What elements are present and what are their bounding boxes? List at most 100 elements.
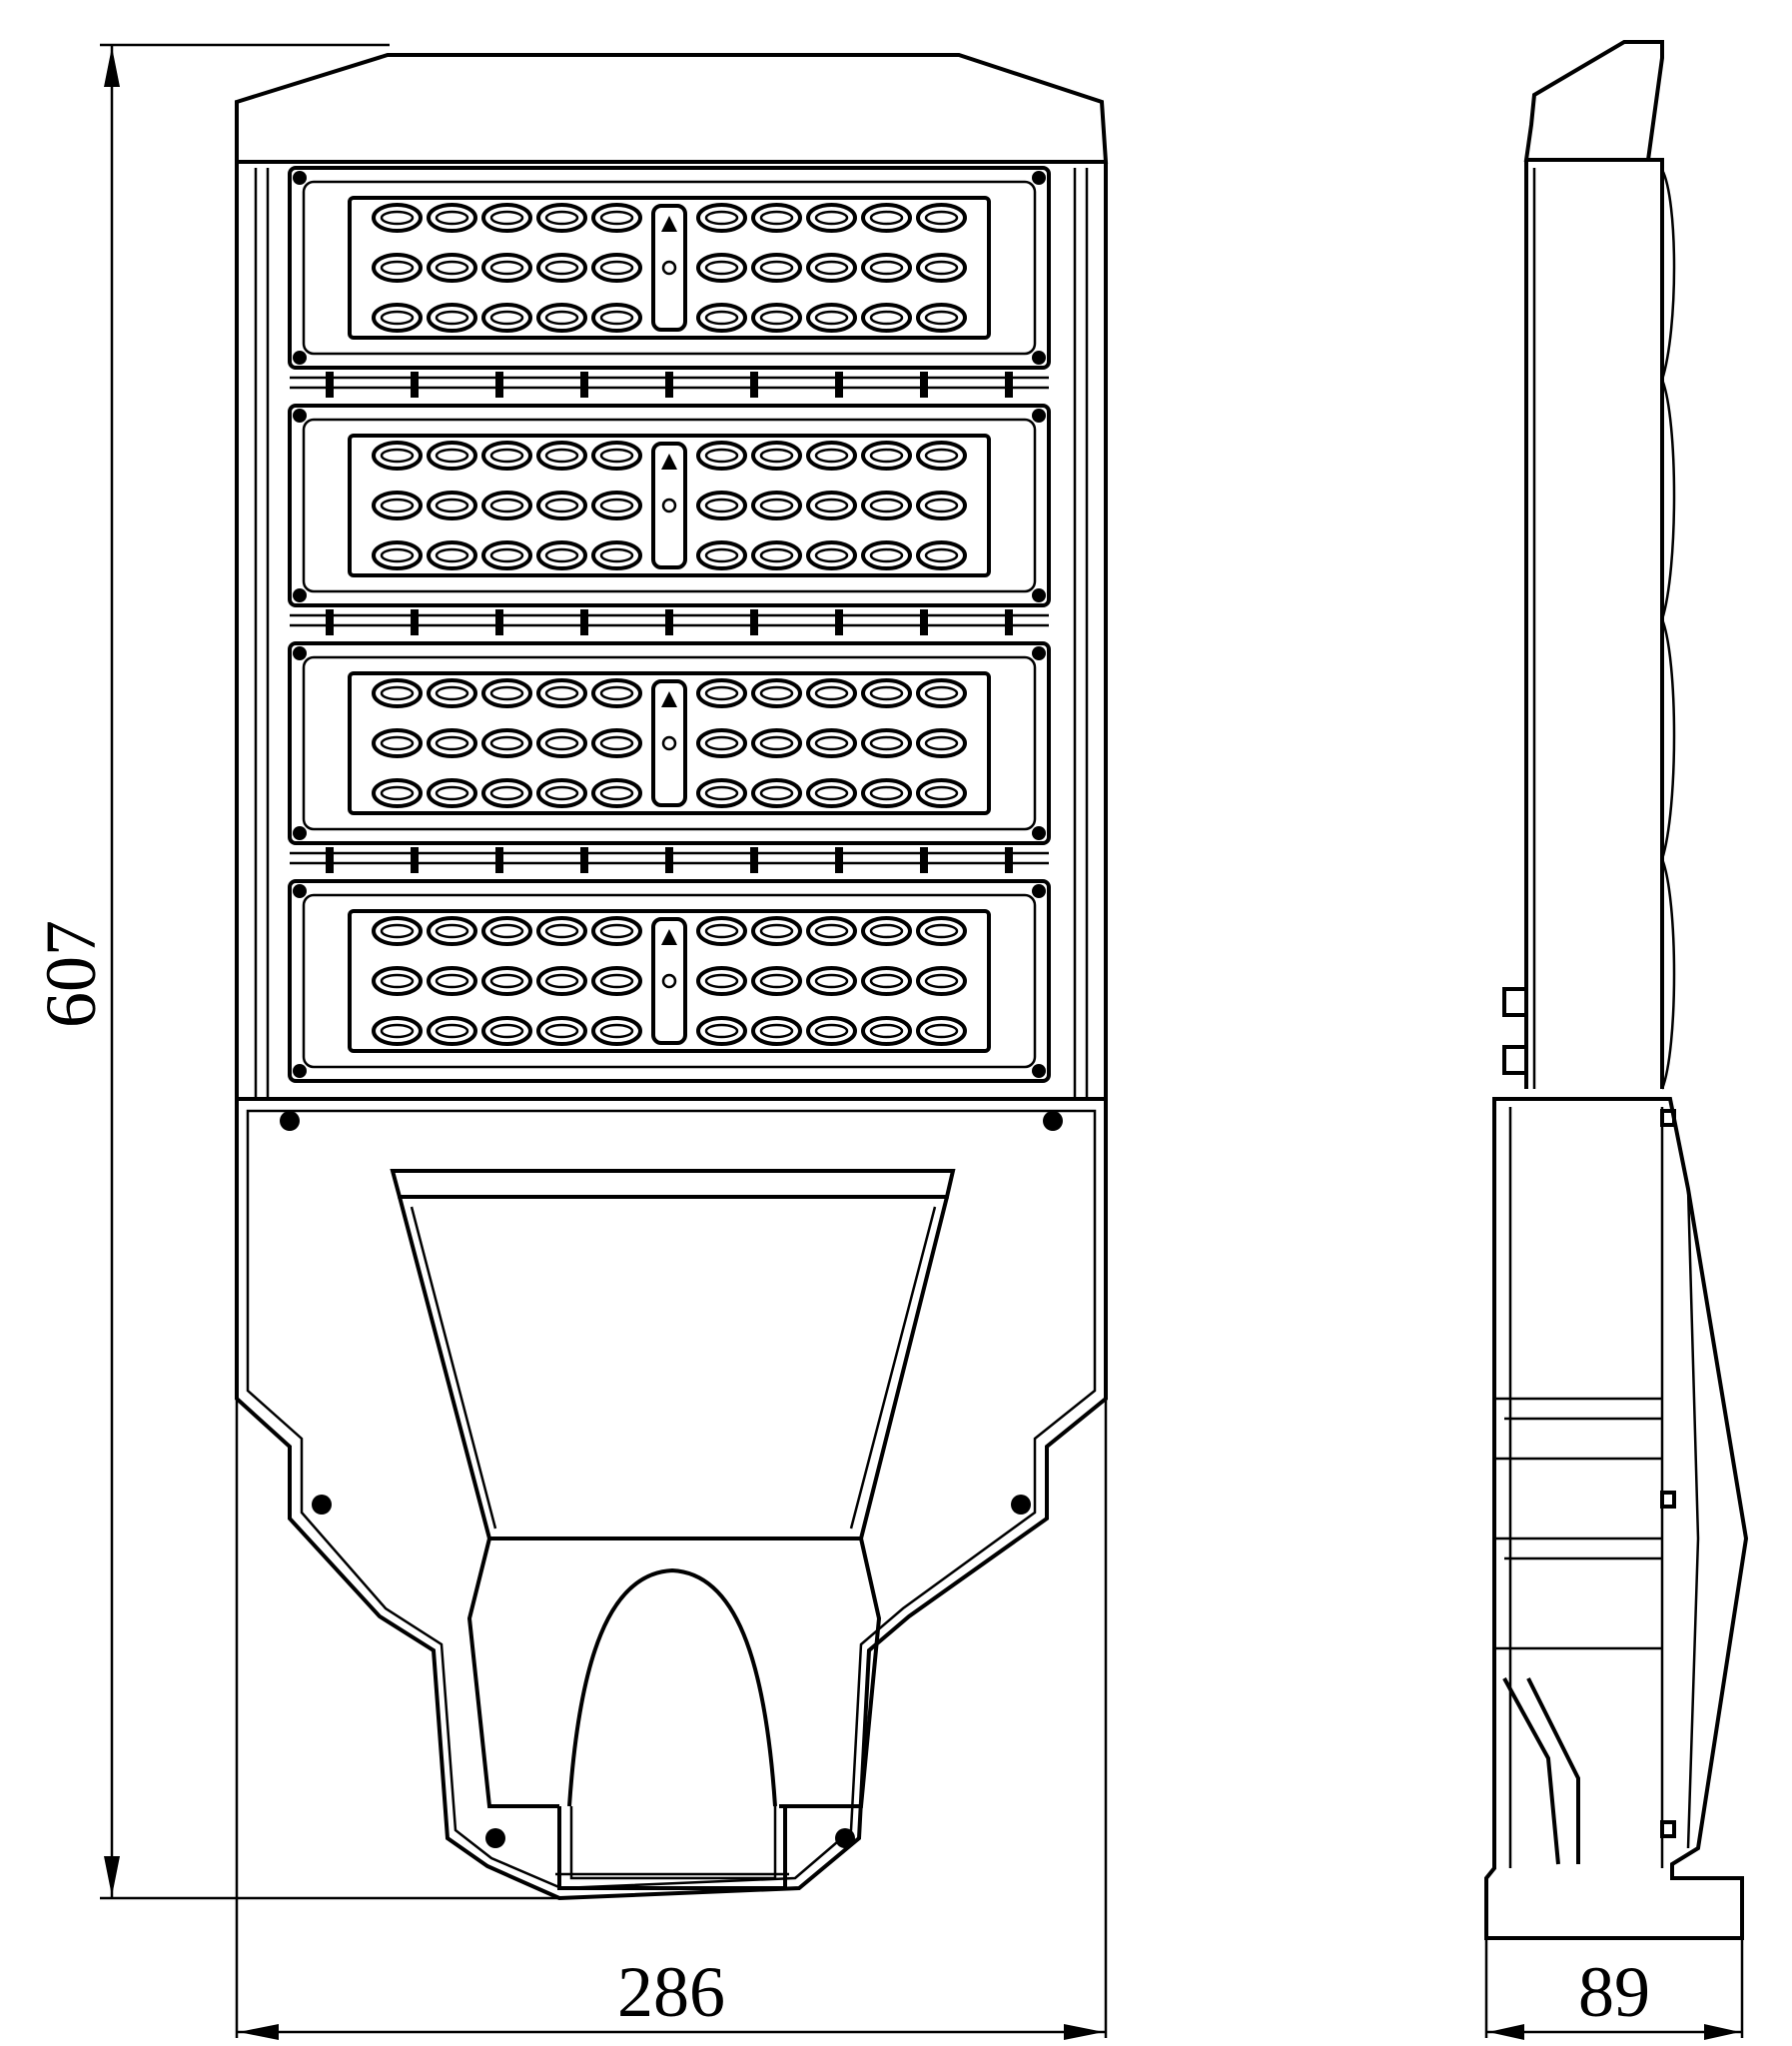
led-lens xyxy=(861,1016,912,1046)
led-lens xyxy=(696,540,747,570)
led-lens xyxy=(916,491,967,520)
led-lens xyxy=(481,540,532,570)
led-lens xyxy=(372,778,423,808)
led-lens xyxy=(591,728,642,758)
led-lens xyxy=(696,303,747,333)
module-screw xyxy=(293,171,307,185)
module-connector xyxy=(651,204,687,332)
led-lens xyxy=(751,253,802,283)
led-lens xyxy=(427,678,477,708)
led-lens xyxy=(806,916,857,946)
depth-dimension: 89 xyxy=(1484,1938,1744,2040)
module-screw xyxy=(1032,826,1046,840)
led-lens xyxy=(916,966,967,996)
led-lens xyxy=(591,203,642,233)
led-lens xyxy=(806,253,857,283)
side-view xyxy=(1484,40,1749,1940)
led-lens xyxy=(591,303,642,333)
led-lens xyxy=(427,203,477,233)
width-dimension-label: 286 xyxy=(617,1952,725,2032)
led-lens xyxy=(372,916,423,946)
led-module xyxy=(288,404,1051,607)
led-lens xyxy=(427,441,477,471)
led-lens xyxy=(806,778,857,808)
led-lens xyxy=(696,491,747,520)
pole-mount xyxy=(390,1169,956,1890)
led-lens xyxy=(751,441,802,471)
screw xyxy=(312,1495,332,1515)
module-screw xyxy=(1032,588,1046,602)
module-screw xyxy=(293,351,307,365)
led-lens xyxy=(536,916,587,946)
height-dimension: 607 xyxy=(31,43,559,1900)
led-lens xyxy=(696,1016,747,1046)
led-lens xyxy=(751,678,802,708)
width-dimension: 286 xyxy=(235,1399,1108,2040)
led-lens xyxy=(536,1016,587,1046)
led-lens xyxy=(696,253,747,283)
height-dimension-label: 607 xyxy=(31,920,111,1028)
led-lens xyxy=(806,491,857,520)
led-lens xyxy=(427,728,477,758)
module-separator xyxy=(290,372,1049,398)
led-lens xyxy=(696,916,747,946)
led-lens xyxy=(536,203,587,233)
top-cap xyxy=(235,53,1109,164)
led-lens xyxy=(916,728,967,758)
led-lens xyxy=(372,441,423,471)
led-lens xyxy=(806,540,857,570)
led-lens xyxy=(696,678,747,708)
led-lens xyxy=(591,253,642,283)
led-lens xyxy=(536,441,587,471)
led-lens xyxy=(861,491,912,520)
module-separator xyxy=(290,847,1049,873)
led-module xyxy=(288,879,1051,1083)
module-connector xyxy=(651,442,687,569)
module-screw xyxy=(1032,1064,1046,1078)
led-lens xyxy=(372,203,423,233)
module-screw xyxy=(293,409,307,423)
led-lens xyxy=(861,203,912,233)
led-lens xyxy=(861,253,912,283)
led-lens xyxy=(751,540,802,570)
module-screw xyxy=(1032,409,1046,423)
led-lens xyxy=(916,441,967,471)
led-lens xyxy=(751,916,802,946)
led-lens xyxy=(916,540,967,570)
led-lens xyxy=(481,966,532,996)
led-lens xyxy=(861,303,912,333)
led-lens xyxy=(481,203,532,233)
led-lens xyxy=(372,253,423,283)
led-lens xyxy=(372,540,423,570)
module-screw xyxy=(1032,171,1046,185)
led-lens xyxy=(481,1016,532,1046)
module-screw xyxy=(1032,351,1046,365)
module-screw xyxy=(293,588,307,602)
led-lens xyxy=(751,203,802,233)
led-lens xyxy=(806,966,857,996)
led-module xyxy=(288,641,1051,845)
led-lens xyxy=(372,491,423,520)
led-lens xyxy=(427,491,477,520)
led-lens xyxy=(751,966,802,996)
led-lens xyxy=(916,303,967,333)
led-lens xyxy=(861,778,912,808)
led-lens xyxy=(696,728,747,758)
module-screw xyxy=(293,1064,307,1078)
led-lens xyxy=(427,966,477,996)
led-lens xyxy=(861,540,912,570)
module-separator xyxy=(290,609,1049,635)
led-lens xyxy=(861,728,912,758)
screw xyxy=(1043,1111,1063,1131)
screw xyxy=(280,1111,300,1131)
led-module xyxy=(288,166,1051,370)
led-lens xyxy=(751,728,802,758)
led-lens xyxy=(372,966,423,996)
led-lens xyxy=(481,491,532,520)
led-lens xyxy=(916,916,967,946)
led-lens xyxy=(696,203,747,233)
led-lens xyxy=(806,678,857,708)
led-lens xyxy=(481,303,532,333)
led-lens xyxy=(427,916,477,946)
